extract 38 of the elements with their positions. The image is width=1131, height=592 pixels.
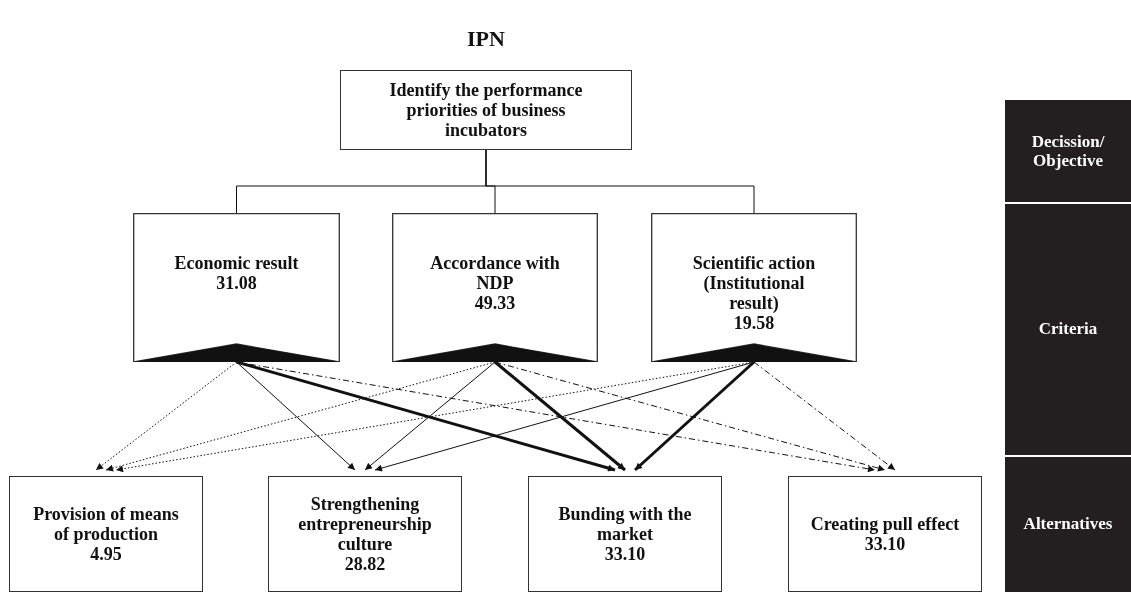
level-band [1005,456,1131,592]
alternative-box [9,476,203,592]
weight-value: 31.08 [216,273,257,294]
node-label: Economic result [174,253,299,274]
diagram-title: IPN [466,26,506,52]
criterion-box [651,213,857,362]
arrow [753,361,896,471]
node-label: Strengthening entrepreneurship culture [297,493,433,555]
weight-value: 49.33 [474,293,516,314]
node-label: Identify the performance priorities of business incubators [388,79,584,141]
node-label: Creating pull effect [810,513,960,534]
arrow [494,360,626,472]
weight-value: 19.58 [733,313,775,334]
criterion-box [392,213,598,362]
arrow [236,361,356,471]
weight-value: 28.82 [344,554,386,575]
level-label: Decission/ Objective [1030,131,1106,171]
level-band [1005,203,1131,455]
weight-value: 4.95 [90,544,122,565]
arrow [95,361,237,471]
node-label: Scientific action (Institutional result) [691,253,817,314]
alternative-box [528,476,722,592]
level-label: Alternatives [1023,514,1113,534]
criterion-box [133,213,340,362]
level-label: Criteria [1038,319,1098,339]
alternative-box [788,476,982,592]
alternative-box [268,476,462,592]
goal-box [340,70,632,150]
level-band [1005,100,1131,202]
node-label: Provision of means of production [32,503,180,545]
node-label: Bunding with the market [557,503,693,545]
node-label: Accordance with NDP [429,253,561,294]
arrow [364,361,496,471]
arrow [634,360,755,472]
weight-value: 33.10 [604,544,646,565]
weight-value: 33.10 [864,534,906,555]
connector-line [485,149,755,214]
arrow [236,360,616,472]
